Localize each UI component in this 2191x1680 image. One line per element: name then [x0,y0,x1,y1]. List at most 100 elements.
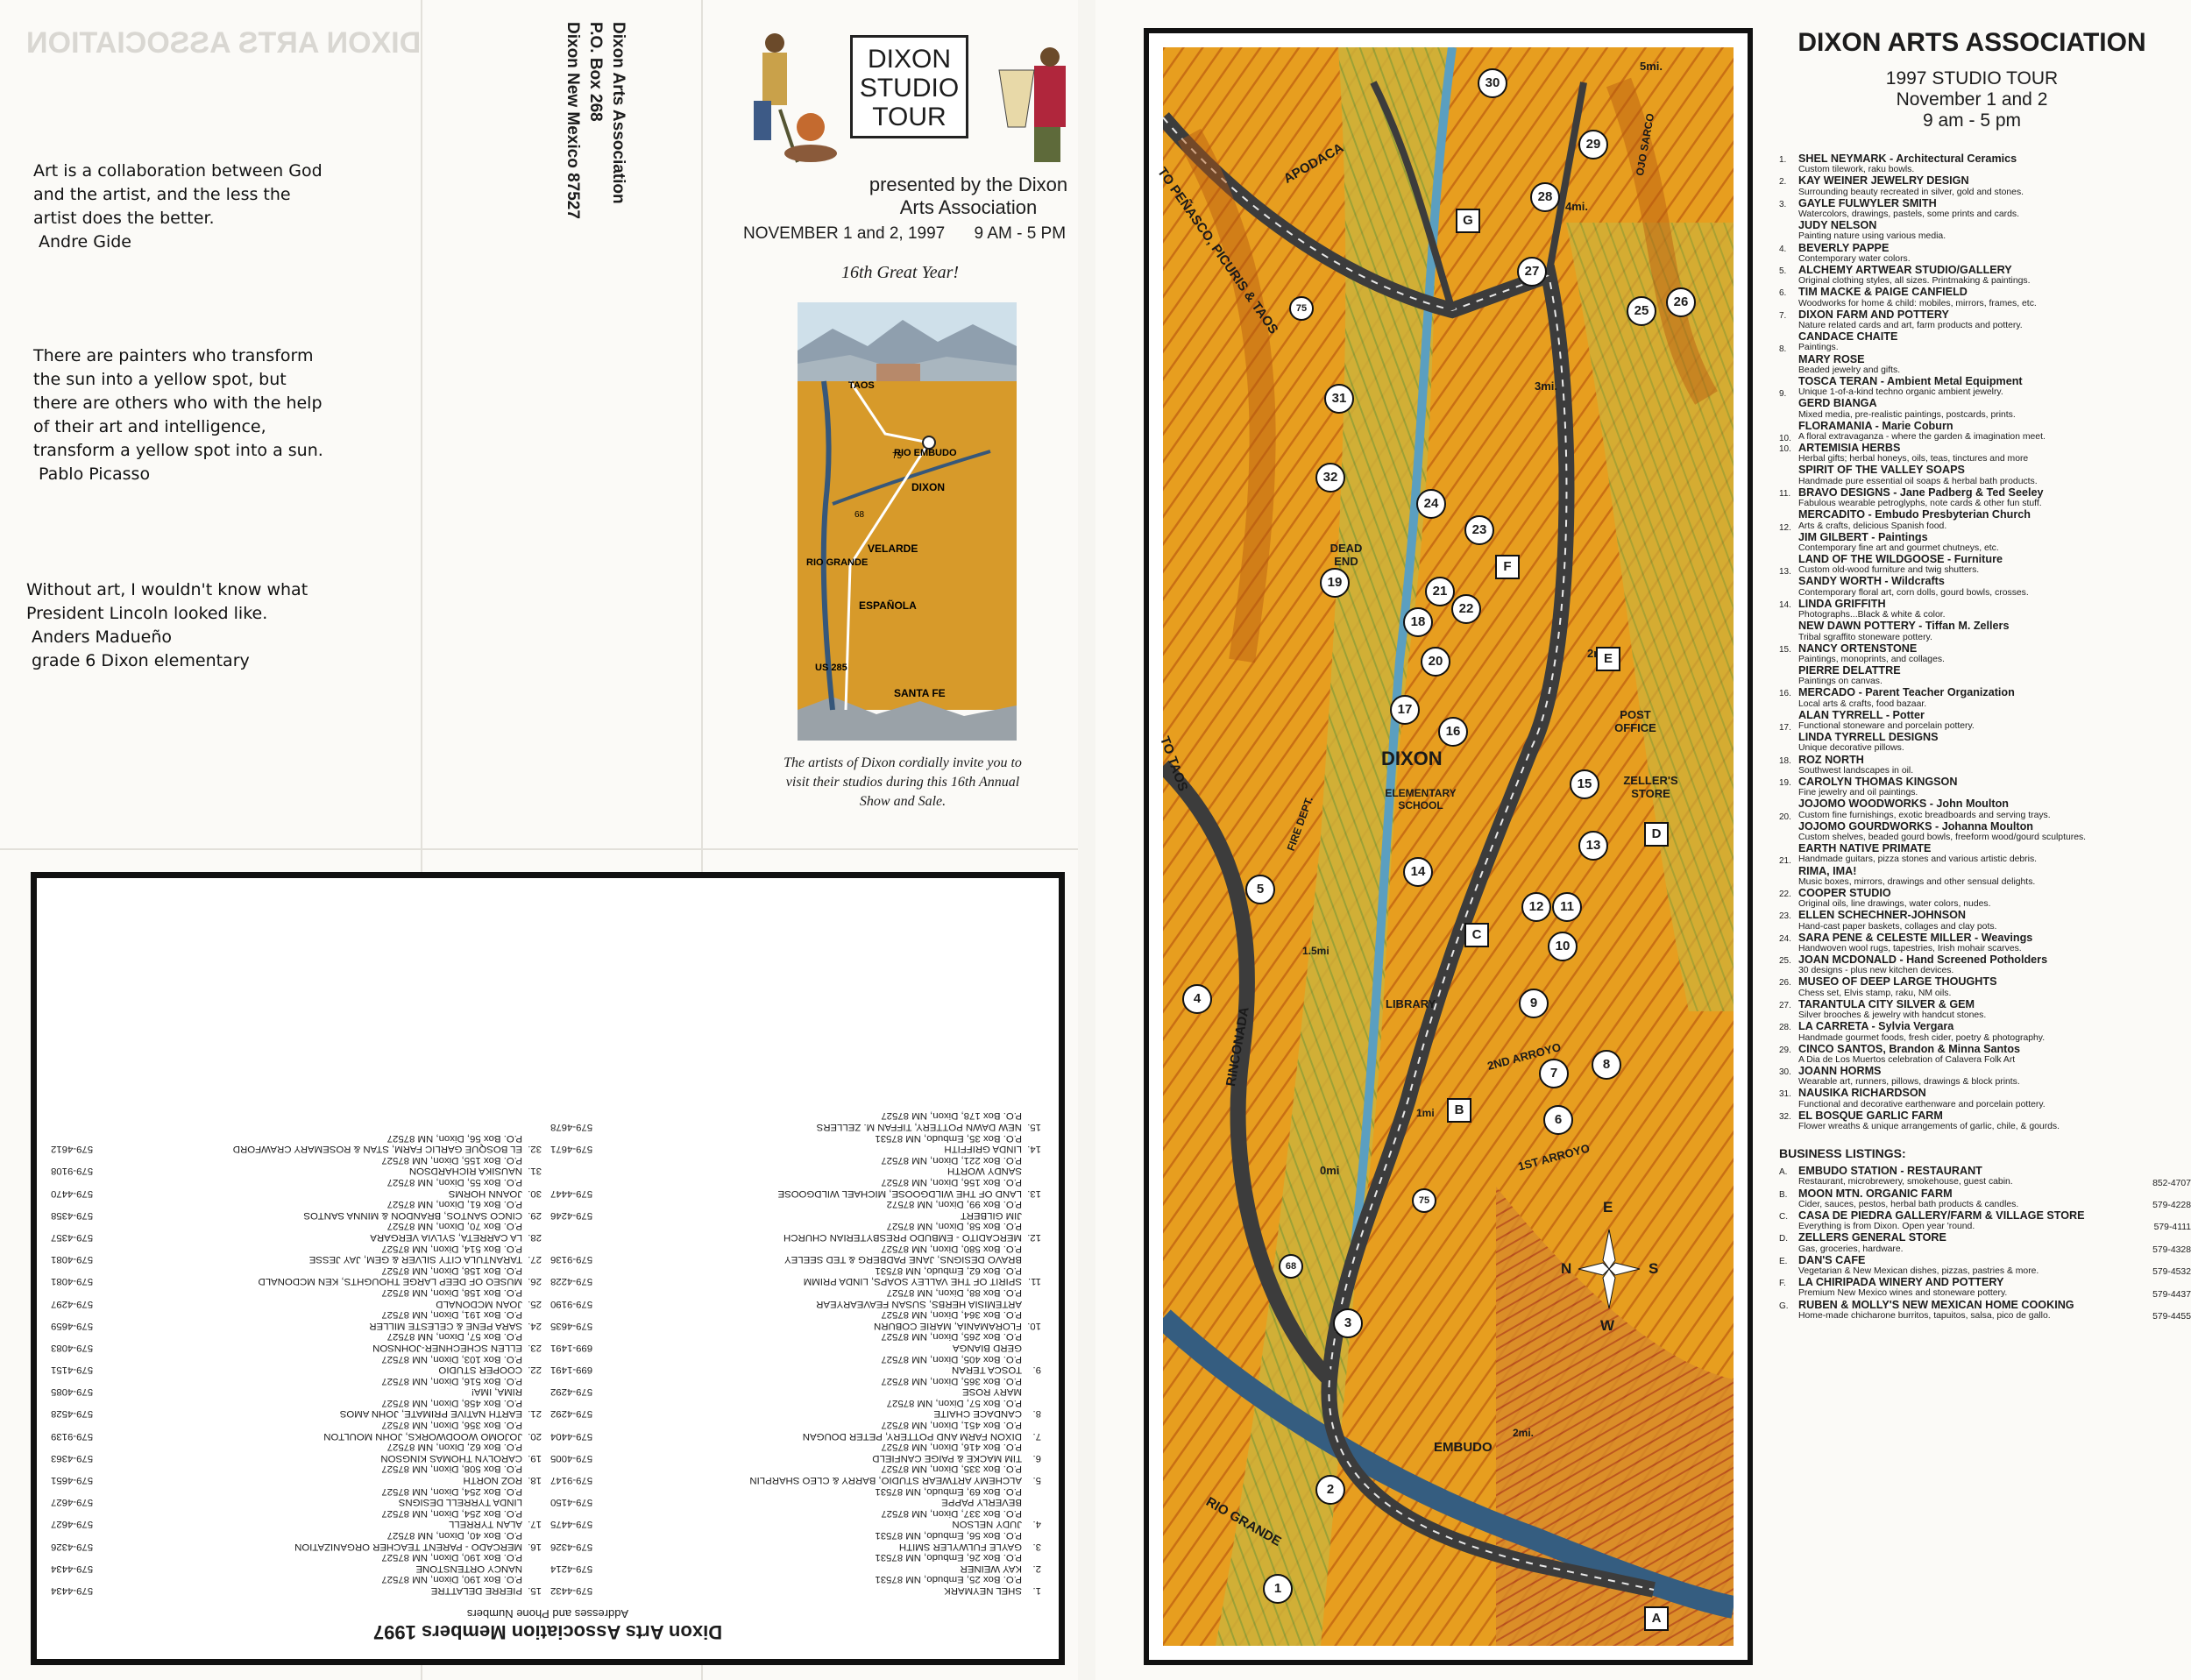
studio-pin[interactable]: 26 [1666,287,1696,317]
member-name: Pierre Delattre [430,1585,522,1596]
studio-number: 31. [1779,1089,1791,1100]
studio-pin[interactable]: 13 [1578,831,1608,861]
member-name: Jim Gilbert [960,1209,1022,1221]
member-phone: 579-4214 [550,1563,593,1574]
member-number: 5. [1032,1475,1042,1486]
member-address: P.O. Box 58, Dixon, NM 87527 [886,1221,1022,1232]
studio-description: A Dia de Los Muertos celebration of Cala… [1798,1054,2016,1065]
member-name: Bravo Designs, Jane Padberg & Ted Seeley [784,1254,1022,1265]
studio-name: SPIRIT OF THE VALLEY SOAPS [1798,464,1965,477]
member-address: P.O. Box 221, Dixon, NM 87527 [881,1154,1022,1166]
studio-pin[interactable]: 4 [1182,984,1212,1014]
studio-pin[interactable]: 3 [1333,1308,1363,1338]
studio-description: Functional and decorative earthenware an… [1798,1099,2046,1109]
studio-description: Southwest landscapes in oil. [1798,765,1914,776]
studio-pin[interactable]: 5 [1245,875,1275,904]
member-address: P.O. Box 26, Embudo, NM 87531 [875,1552,1022,1563]
studio-entry: RIMA, IMA!Music boxes, mirrors, drawings… [1779,865,2191,888]
member-phone: 579-4081 [51,1276,94,1287]
business-marker[interactable]: A [1644,1606,1669,1631]
studio-pin[interactable]: 23 [1464,515,1494,545]
member-name: Alan Tyrrell [449,1519,522,1530]
member-name: Shel Neymark [944,1585,1022,1596]
member-phone: 699-1491 [550,1365,593,1376]
business-letter: D. [1779,1234,1788,1244]
studio-pin[interactable]: 6 [1543,1105,1573,1135]
member-entry: Mary RoseP.O. Box 365, Dixon, NM 8752757… [550,1375,1041,1398]
studio-pin[interactable]: 11 [1552,892,1582,922]
member-number: 15. [528,1585,542,1596]
member-address: P.O. Box 155, Dixon, NM 87527 [381,1154,522,1166]
member-name: Sandy Worth [947,1166,1022,1177]
studio-entry: 21.Handmade guitars, pizza stones and va… [1779,854,2191,866]
fold-line [0,848,1078,850]
member-phone: 579-4297 [51,1298,94,1309]
studio-name: MERCADO - Parent Teacher Organization [1798,686,2015,699]
member-phone: 579-4651 [51,1475,94,1486]
studio-name: JUDY NELSON [1798,219,1877,232]
studio-number: 7. [1779,310,1787,321]
return-address: Dixon Arts Association P.O. Box 268 Dixo… [561,22,629,219]
studio-entry: ALAN TYRRELL - Potter [1779,709,2191,721]
studio-pin[interactable]: 21 [1425,577,1455,606]
studio-pin[interactable]: 16 [1438,717,1468,747]
studio-pin[interactable]: 29 [1578,130,1608,159]
studio-number: 5. [1779,266,1787,276]
studio-pin[interactable]: 12 [1521,892,1551,922]
member-phone: 579-9147 [550,1475,593,1486]
member-entry: 21.Earth Native Primate, John AmosP.O. B… [51,1397,542,1420]
studio-pin[interactable]: 27 [1517,257,1547,287]
business-letter: C. [1779,1211,1788,1222]
studio-pin[interactable]: 18 [1403,607,1433,637]
studio-number: 26. [1779,978,1791,989]
studio-pin[interactable]: 1 [1263,1574,1293,1604]
studio-pin[interactable]: 8 [1592,1050,1621,1080]
studio-pin[interactable]: 19 [1320,568,1350,598]
studio-pin[interactable]: 22 [1451,594,1481,624]
business-marker[interactable]: F [1495,555,1520,579]
member-address: P.O. Box 514, Dixon, NM 87527 [381,1243,522,1254]
studio-pin[interactable]: 30 [1478,68,1507,98]
studio-pin[interactable]: 14 [1403,857,1433,887]
studio-number: 2. [1779,177,1787,188]
studio-entry: JOJOMO WOODWORKS - John Moulton [1779,798,2191,811]
listing-title: DIXON ARTS ASSOCIATION [1797,28,2146,57]
studio-pin[interactable]: 25 [1627,296,1656,326]
studio-pin[interactable]: 20 [1421,647,1450,677]
studio-pin[interactable]: 9 [1519,989,1549,1018]
studio-pin[interactable]: 32 [1315,463,1345,493]
business-marker[interactable]: C [1464,923,1489,947]
business-marker[interactable]: B [1447,1098,1471,1123]
member-number: 19. [528,1452,542,1464]
business-description: Premium New Mexico wines and stoneware p… [1798,1288,2008,1299]
member-phone: 579-4081 [51,1254,94,1265]
member-entry: 13.Land of the Wildgoose, Michael Wildgo… [550,1176,1041,1199]
member-address: P.O. Box 56, Embudo, NM 87531 [875,1530,1022,1542]
studio-pin[interactable]: 15 [1570,769,1599,799]
studio-entry: EARTH NATIVE PRIMATE [1779,842,2191,854]
member-address: P.O. Box 580, Dixon, NM 87527 [881,1243,1022,1254]
business-marker[interactable]: D [1644,822,1669,847]
business-marker[interactable]: G [1456,209,1480,233]
studio-pin[interactable]: 17 [1390,695,1420,725]
member-name: Linda Tyrrell Designs [398,1497,522,1508]
studio-pin[interactable]: 2 [1315,1475,1345,1505]
studio-pin[interactable]: 10 [1548,932,1578,961]
studio-entry: LAND OF THE WILDGOOSE - Furniture [1779,553,2191,565]
studio-pin[interactable]: 7 [1539,1059,1569,1088]
member-phone: 579-4083 [51,1342,94,1353]
studio-entry: 25.JOAN MCDONALD - Hand Screened Pothold… [1779,953,2191,976]
studio-pin[interactable]: 31 [1324,384,1354,414]
studio-entry: 20.Custom fine furnishings, exotic bread… [1779,811,2191,822]
studio-pin[interactable]: 24 [1416,489,1446,519]
studio-pin[interactable]: 28 [1530,182,1560,212]
business-marker[interactable]: E [1596,647,1620,671]
